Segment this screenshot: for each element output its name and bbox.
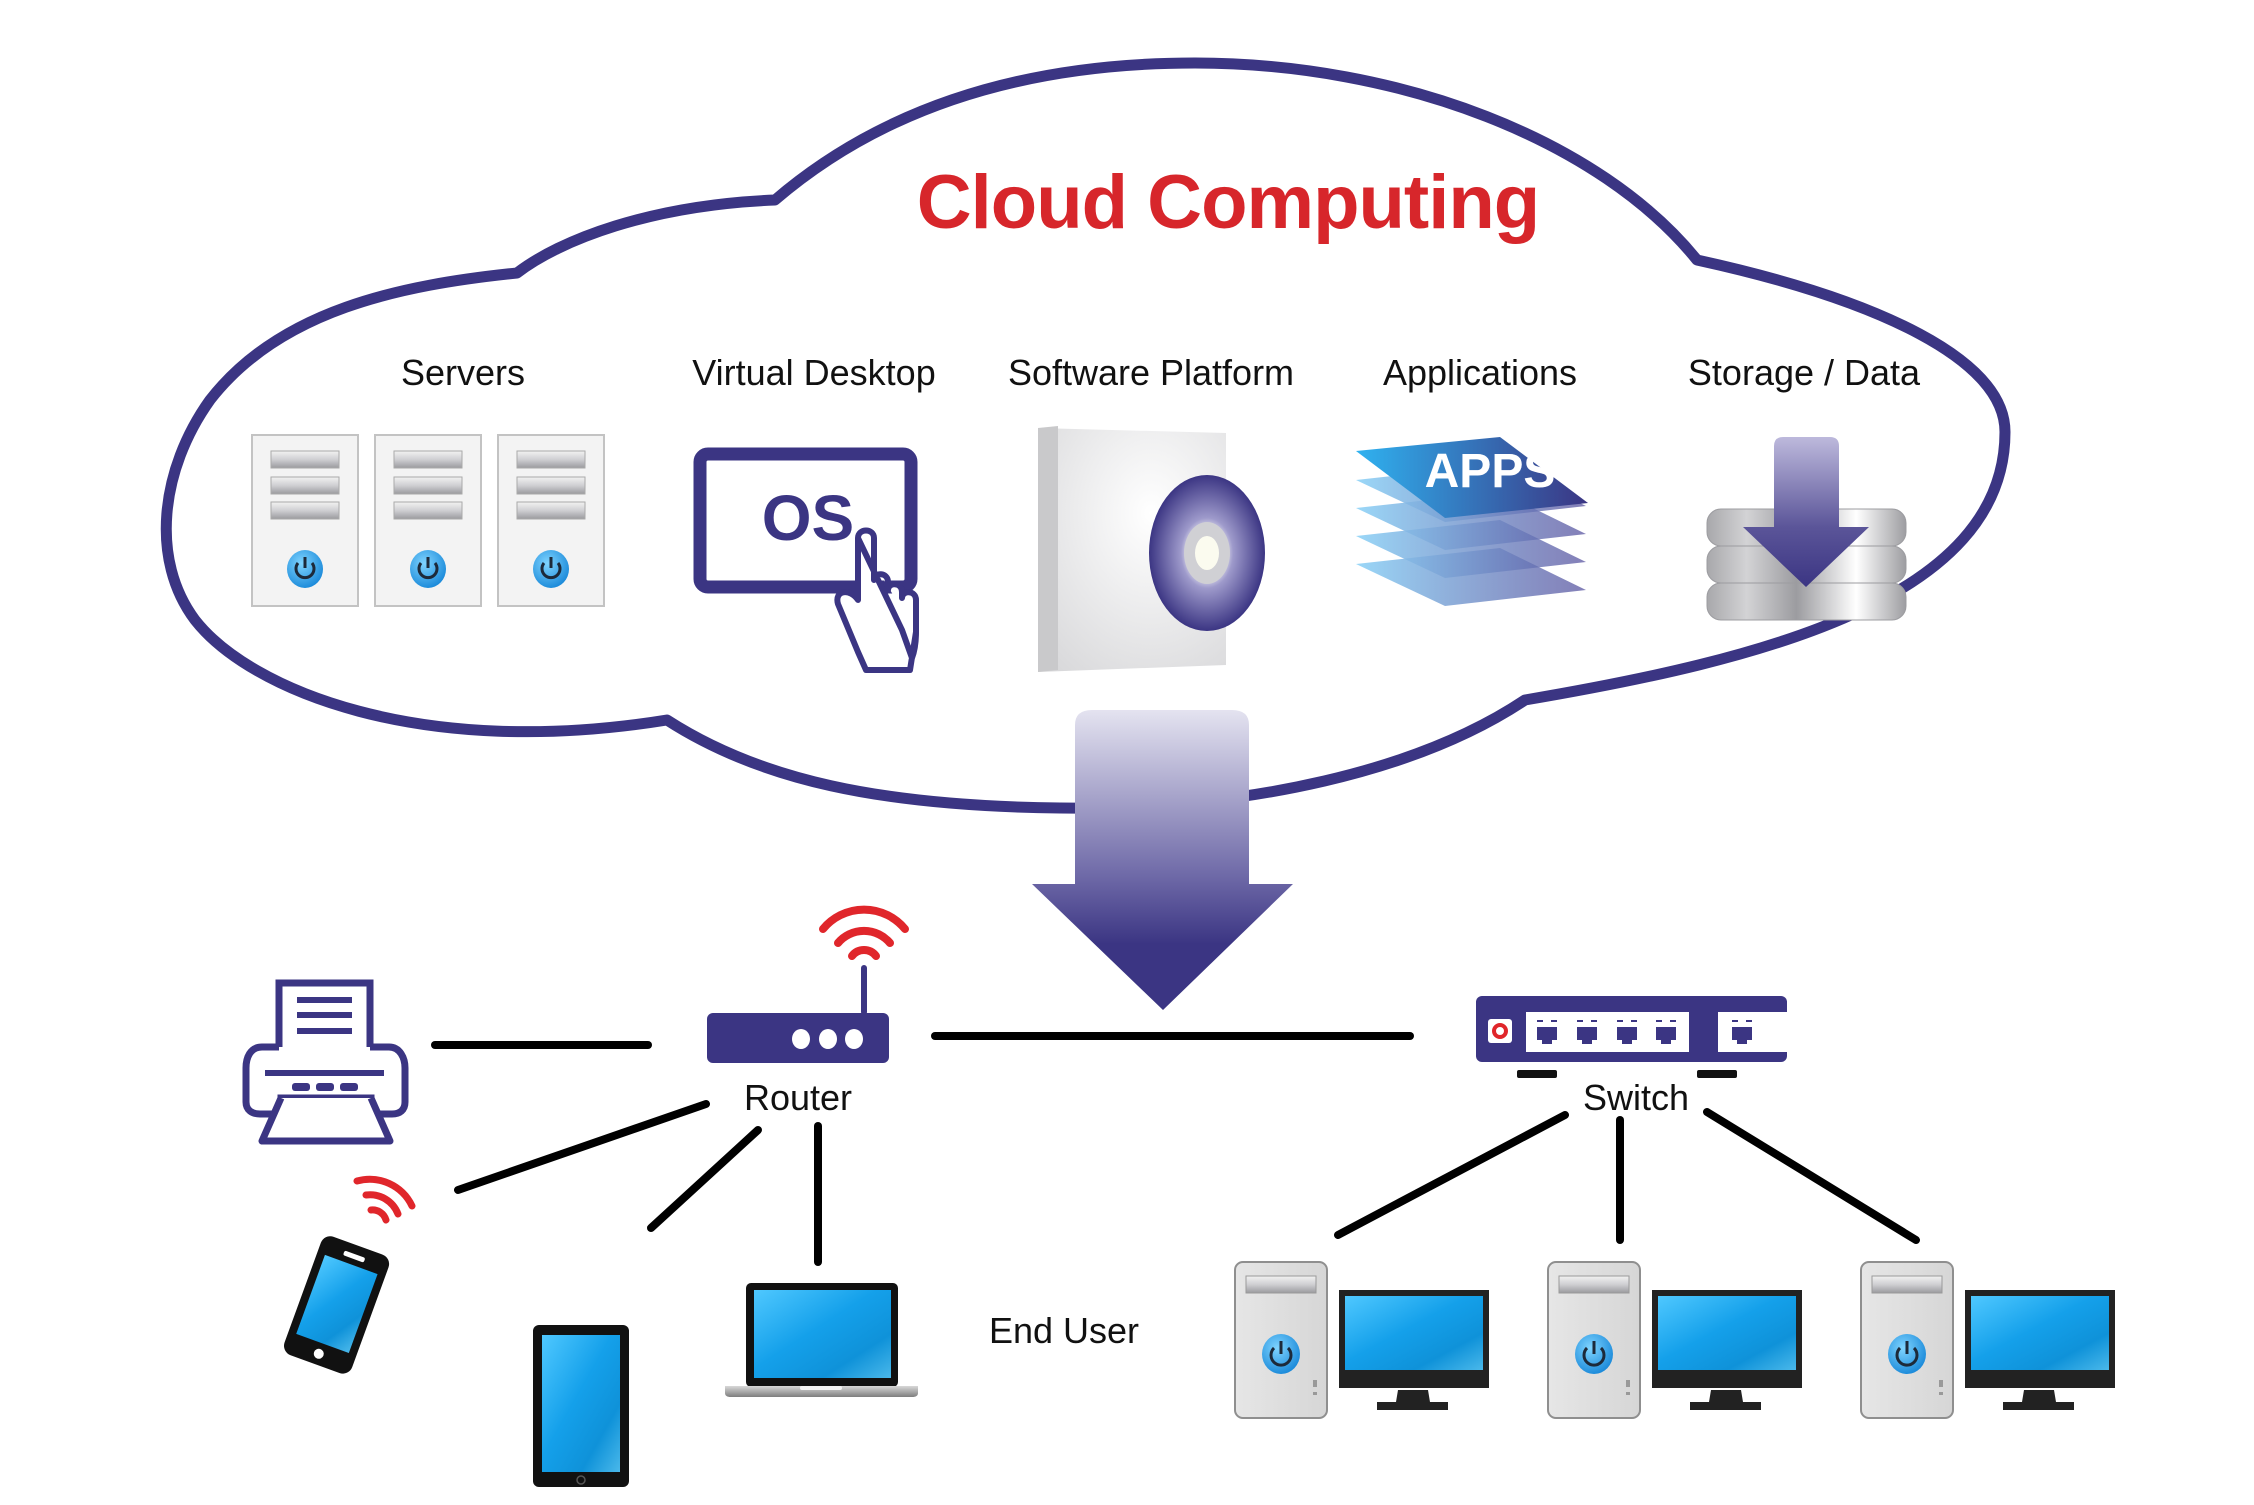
diagram-title: Cloud Computing [917, 160, 1539, 245]
wifi-icon [819, 905, 909, 960]
phone-wifi-icon [353, 1175, 416, 1224]
label-servers: Servers [401, 352, 525, 393]
server-unit-icon [497, 434, 605, 607]
desktop-pc-icon [1234, 1261, 1489, 1419]
desktop-pc-icon [1860, 1261, 2115, 1419]
tablet-link [647, 1126, 762, 1232]
monitor-icon [1965, 1290, 2115, 1410]
label-storage-data: Storage / Data [1688, 352, 1921, 393]
apps-text: APPS [1425, 445, 1556, 498]
label-virtual-desktop: Virtual Desktop [692, 352, 935, 393]
label-software-platform: Software Platform [1008, 352, 1294, 393]
download-arrow-icon [1743, 437, 1869, 587]
monitor-icon [1339, 1290, 1489, 1410]
smartphone-icon [283, 1236, 390, 1374]
server-rack-icon [251, 434, 605, 607]
tablet-icon [533, 1325, 629, 1487]
cloud-to-network-arrow-icon [1032, 710, 1293, 1010]
server-unit-icon [374, 434, 482, 607]
monitor-icon [1652, 1290, 1802, 1410]
desktop-1-link [1334, 1111, 1569, 1239]
os-text: OS [762, 482, 854, 554]
pointing-hand-icon [834, 527, 919, 673]
desktop-3-link [1703, 1108, 1920, 1244]
network-switch-icon [1476, 996, 1787, 1078]
router-label: Router [744, 1077, 852, 1118]
server-unit-icon [251, 434, 359, 607]
desktop-pc-icon [1547, 1261, 1802, 1419]
apps-layers-icon: APPS [1356, 437, 1588, 606]
database-download-icon [1706, 437, 1907, 621]
router-icon [707, 905, 909, 1063]
software-box-disc-icon [1038, 426, 1265, 672]
label-applications: Applications [1383, 352, 1577, 393]
os-touch-screen-icon: OS [693, 447, 919, 673]
laptop-icon [725, 1283, 918, 1397]
printer-icon [242, 979, 409, 1145]
end-user-label: End User [989, 1310, 1139, 1351]
switch-label: Switch [1583, 1077, 1689, 1118]
phone-link [454, 1100, 710, 1194]
